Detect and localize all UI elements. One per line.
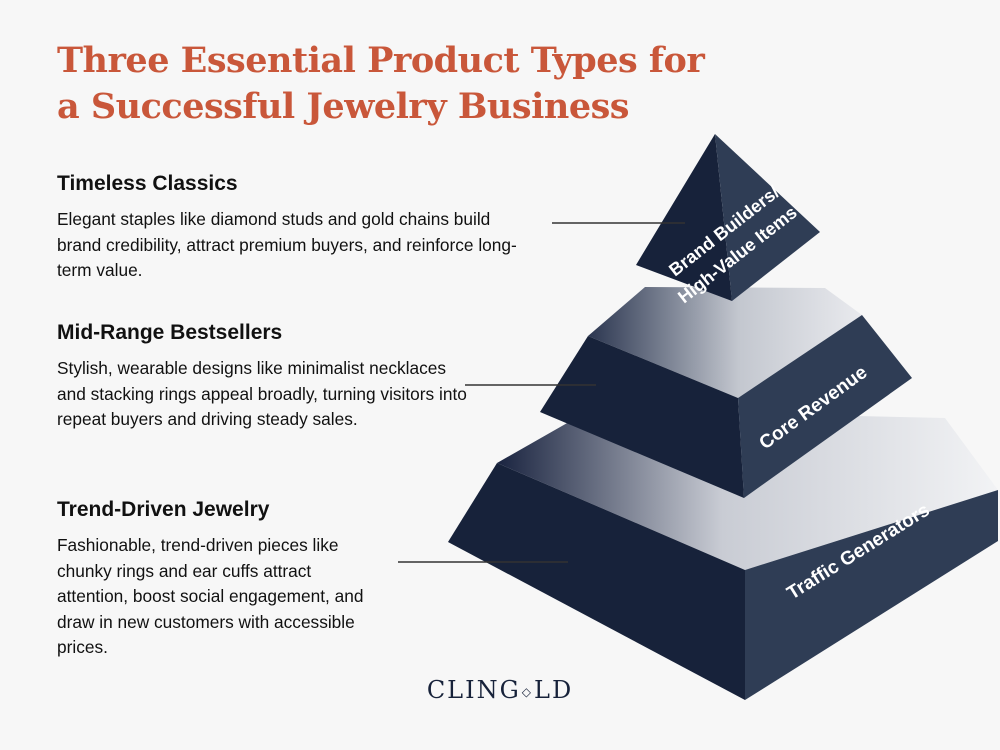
pyramid-tier-middle (540, 287, 912, 498)
tier-top-face (588, 287, 862, 398)
tier-side-face (738, 315, 912, 498)
section-timeless-classics: Timeless Classics Elegant staples like d… (57, 171, 527, 284)
clingold-logo: CLING◇LD (0, 676, 1000, 704)
page-title: Three Essential Product Types for a Succ… (57, 40, 705, 127)
logo-text-start: CLING (426, 676, 521, 704)
tier-front-face (448, 463, 745, 700)
section-heading: Mid-Range Bestsellers (57, 321, 283, 344)
pyramid-tier-top (636, 134, 820, 301)
section-heading: Trend-Driven Jewelry (57, 498, 270, 521)
tier-side-face (745, 490, 998, 700)
section-trend-driven-jewelry: Trend-Driven Jewelry Fashionable, trend-… (57, 497, 387, 661)
logo-text-end: LD (534, 676, 574, 704)
section-heading: Timeless Classics (57, 172, 238, 195)
section-body: Fashionable, trend-driven pieces like ch… (57, 535, 364, 657)
section-mid-range-bestsellers: Mid-Range Bestsellers Stylish, wearable … (57, 320, 477, 433)
diamond-icon: ◇ (521, 684, 533, 699)
section-body: Elegant staples like diamond studs and g… (57, 209, 517, 280)
tier-front-face (636, 134, 732, 301)
tier-front-face (540, 336, 744, 498)
section-body: Stylish, wearable designs like minimalis… (57, 358, 467, 429)
tier-side-face (715, 134, 820, 301)
